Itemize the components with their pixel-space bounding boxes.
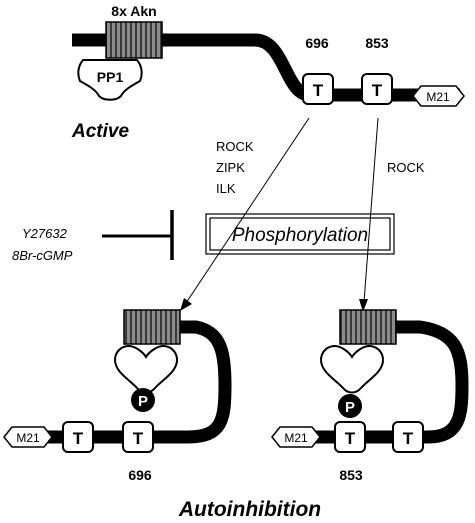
- kinase-left-1: ROCK: [216, 139, 254, 154]
- m21-tag-label: M21: [426, 90, 450, 104]
- autoinhibited-853-group: P M21 T T 853: [271, 309, 469, 483]
- pp1-subunit-853: [319, 344, 385, 394]
- site-696-number: 696: [305, 35, 329, 51]
- m21-tag-853: [271, 426, 321, 448]
- kinase-left-2: ZIPK: [216, 160, 245, 175]
- active-state-label: Active: [71, 121, 129, 142]
- thr-696-label-right: T: [403, 429, 414, 448]
- akn-repeat-box-696: [123, 309, 181, 345]
- m21-tag-label-853: M21: [284, 431, 308, 445]
- thr-696-box: [302, 73, 334, 105]
- phosphorylation-box: Phosphorylation: [205, 213, 395, 255]
- loop-chain-696: [28, 320, 232, 444]
- arrow-853-to-phospho: [363, 117, 379, 303]
- thr-853-box: [361, 73, 393, 105]
- inhibitor-1: Y27632: [22, 226, 68, 241]
- phosphorylation-box-inner: [209, 217, 391, 251]
- phosphorylation-label: Phosphorylation: [232, 225, 368, 246]
- active-chain-group: 8x Akn PP1 696 T 853 T M21 Active: [71, 3, 465, 142]
- loop-chain-853: [290, 320, 469, 444]
- m21-tag: [412, 85, 465, 107]
- pp1-subunit-696: [113, 344, 179, 394]
- thr-853-box-right: [334, 421, 366, 453]
- site-number-853: 853: [339, 467, 363, 483]
- autoinhibited-696-group: P M21 T T 696: [3, 309, 232, 483]
- pp1-subunit: [77, 59, 143, 101]
- m21-tag-label-696: M21: [16, 431, 40, 445]
- pp1-label: PP1: [97, 69, 124, 85]
- arrows: [180, 117, 379, 312]
- autoinhibition-state-label: Autoinhibition: [178, 498, 321, 521]
- kinase-left-3: ILK: [216, 181, 236, 196]
- kinase-right: ROCK: [387, 160, 425, 175]
- akn-repeat-box-853: [339, 309, 397, 345]
- thr-696-label-left: T: [133, 429, 144, 448]
- thr-853-label-right: T: [345, 429, 356, 448]
- arrowhead-right: [359, 299, 368, 312]
- phospho-label-853: P: [345, 399, 355, 416]
- thr-696-box-right: [392, 421, 424, 453]
- site-number-696: 696: [128, 467, 152, 483]
- phospho-group-853: [338, 394, 362, 418]
- m21-tag-696: [3, 426, 53, 448]
- arrowhead-left: [180, 298, 192, 311]
- akn-label: 8x Akn: [111, 3, 156, 19]
- inhibitor-group: Y27632 8Br-cGMP: [12, 210, 174, 263]
- akn-repeat-box: [105, 21, 163, 59]
- kinase-labels: ROCK ZIPK ILK ROCK: [216, 139, 425, 196]
- phospho-group-696: [131, 388, 155, 412]
- thr-853-box-left: [62, 421, 94, 453]
- thr-696-box-left: [122, 421, 154, 453]
- inhibitor-2: 8Br-cGMP: [12, 248, 73, 263]
- arrow-696-to-phospho: [185, 117, 310, 304]
- thr-853-label-left: T: [73, 429, 84, 448]
- phospho-label-696: P: [138, 393, 148, 410]
- thr-696-label: T: [313, 81, 324, 100]
- site-853-number: 853: [365, 35, 389, 51]
- thr-853-label: T: [372, 81, 383, 100]
